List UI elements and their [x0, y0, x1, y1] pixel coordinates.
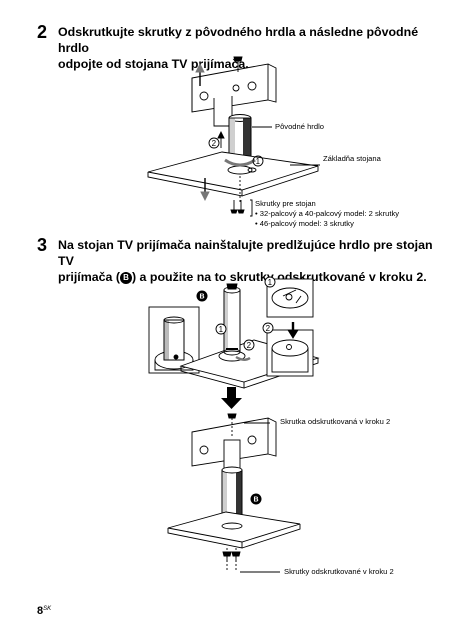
page-number-value: 8 [37, 605, 44, 617]
page-number: 8SK [37, 603, 51, 617]
step-2-marker-1: 1 [256, 157, 261, 166]
stand-screws-title: Skrutky pre stojan [255, 199, 316, 208]
badge-b-icon [196, 290, 208, 302]
badge-b-icon-bottom [250, 493, 262, 505]
step-3-instruction-line1: Na stojan TV prijímača nainštalujte pred… [58, 238, 433, 268]
step-3-marker-1b: 1 [219, 325, 224, 334]
step-3-instruction: Na stojan TV prijímača nainštalujte pred… [58, 237, 443, 285]
label-stand-screws: Skrutky pre stojan • 32-palcový a 40-pal… [255, 199, 399, 229]
step-3-marker-2b: 2 [247, 341, 252, 350]
step-3-instruction-line2: prijímača (B) a použite na to skrutky od… [58, 269, 443, 285]
step-2-marker-2: 2 [212, 139, 217, 148]
step-3-line2-pre: prijímača ( [58, 270, 120, 284]
label-original-neck: Pôvodné hrdlo [275, 122, 324, 131]
stand-screws-bullet-1: • 32-palcový a 40-palcový model: 2 skrut… [255, 209, 400, 218]
label-stand-base: Základňa stojana [323, 154, 381, 163]
label-screws-from-step-2: Skrutky odskrutkované v kroku 2 [284, 567, 394, 576]
badge-b-label: B [200, 294, 205, 301]
stand-screws-bullet-2: • 46-palcový model: 3 skrutky [255, 219, 354, 228]
step-3-line2-post: ) a použite na to skrutky odskrutkované … [131, 270, 427, 284]
page-number-suffix: SK [43, 606, 52, 612]
badge-b-label-bottom: B [254, 497, 259, 504]
step-3-number: 3 [37, 235, 48, 255]
badge-b-inline: B [119, 272, 132, 284]
step-3-marker-1a: 1 [268, 278, 273, 287]
step-2-instruction-line1: Odskrutkujte skrutky z pôvodného hrdla a… [58, 25, 419, 55]
step-2-number: 2 [37, 22, 48, 42]
step-3-marker-2a: 2 [266, 324, 271, 333]
label-screw-from-step-2: Skrutka odskrutkovaná v kroku 2 [280, 417, 391, 426]
